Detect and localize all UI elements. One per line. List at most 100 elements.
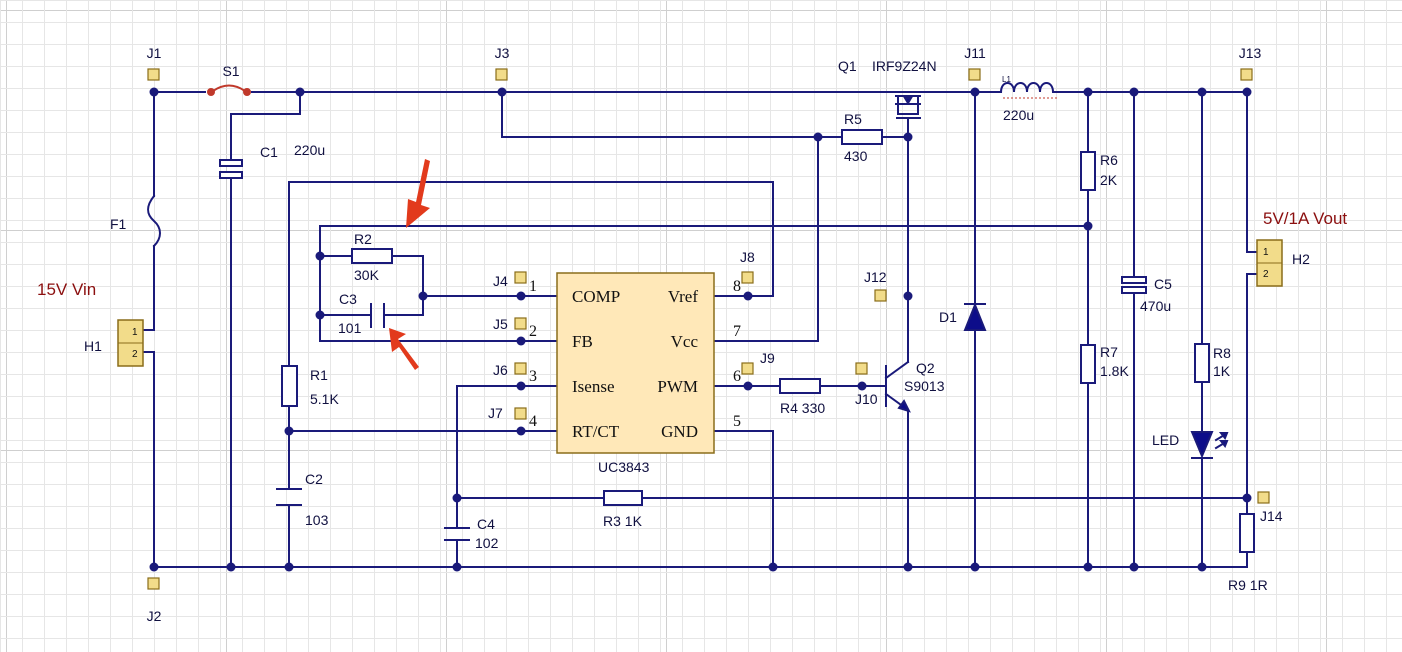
ic-pin-vcc: Vcc — [671, 332, 699, 351]
pad-j3 — [495, 68, 508, 81]
wires — [142, 91, 1258, 568]
ic-pin-isense: Isense — [572, 377, 614, 396]
pad-j6 — [514, 362, 527, 375]
resistor-r5 — [841, 129, 883, 145]
label-j2: J2 — [147, 608, 162, 624]
ic-pin-num-4: 4 — [529, 413, 537, 430]
label-ic: UC3843 — [598, 459, 650, 475]
label-r3: R3 1K — [603, 513, 643, 529]
annotation-arrows — [389, 159, 430, 370]
label-d1: D1 — [939, 309, 957, 325]
label-j5: J5 — [493, 316, 508, 332]
label-r7-value: 1.8K — [1100, 363, 1129, 379]
label-s1: S1 — [222, 63, 239, 79]
label-r1-value: 5.1K — [310, 391, 339, 407]
label-q2: Q2 — [916, 360, 935, 376]
ic-pin-num-7: 7 — [733, 323, 741, 340]
label-l1: L1 — [1002, 75, 1011, 84]
label-c4-value: 102 — [475, 535, 499, 551]
pad-j11 — [968, 68, 981, 81]
label-j14: J14 — [1260, 508, 1283, 524]
label-h1: H1 — [84, 338, 102, 354]
resistor-r4 — [779, 378, 821, 394]
ic-pin-num-6: 6 — [733, 368, 741, 385]
resistor-r1 — [281, 365, 298, 407]
ic-pin-comp: COMP — [572, 287, 620, 306]
label-q2-value: S9013 — [904, 378, 945, 394]
label-r8-value: 1K — [1213, 363, 1231, 379]
label-f1: F1 — [110, 216, 127, 232]
label-j1: J1 — [147, 45, 162, 61]
resistor-r8 — [1194, 343, 1210, 383]
label-j6: J6 — [493, 362, 508, 378]
label-c1: C1 — [260, 144, 278, 160]
label-j7: J7 — [488, 405, 503, 421]
label-j3: J3 — [495, 45, 510, 61]
label-j9: J9 — [760, 350, 775, 366]
junctions — [149, 87, 1252, 572]
ic-pin-num-3: 3 — [529, 368, 537, 385]
label-j4: J4 — [493, 273, 508, 289]
label-r6-value: 2K — [1100, 172, 1118, 188]
pad-j10 — [855, 362, 868, 375]
h2-pin-1-label: 1 — [1263, 247, 1269, 258]
label-r7: R7 — [1100, 344, 1118, 360]
diode-d1 — [963, 302, 987, 331]
label-c2-value: 103 — [305, 512, 329, 528]
resistor-r3 — [603, 490, 643, 506]
ic-pin-vref: Vref — [668, 287, 698, 306]
ic-pin-fb: FB — [572, 332, 593, 351]
test-pads — [147, 68, 1270, 590]
resistor-r9 — [1239, 513, 1255, 553]
h2-pin-2-label: 2 — [1263, 269, 1269, 280]
ic-pin-pwm: PWM — [657, 377, 698, 396]
label-r6: R6 — [1100, 152, 1118, 168]
pad-j12 — [874, 289, 887, 302]
label-j10: J10 — [855, 391, 878, 407]
connector-h1: 1 2 — [117, 319, 144, 367]
label-c3-value: 101 — [338, 320, 362, 336]
resistor-r2 — [351, 248, 393, 264]
label-vin: 15V Vin — [37, 280, 96, 299]
ic-pin-gnd: GND — [661, 422, 698, 441]
label-c4: C4 — [477, 516, 495, 532]
label-c3: C3 — [339, 291, 357, 307]
label-l1-value: 220u — [1003, 107, 1034, 123]
capacitor-c2 — [276, 488, 302, 506]
label-r9: R9 1R — [1228, 577, 1268, 593]
transistor-q2 — [884, 359, 911, 413]
labels: J1 J2 J3 J4 J5 J6 J7 J8 J9 J10 J11 J12 J… — [37, 45, 1347, 624]
ic-pin-num-2: 2 — [529, 323, 537, 340]
label-r1: R1 — [310, 367, 328, 383]
capacitor-c1 — [219, 159, 243, 179]
label-r4: R4 330 — [780, 400, 825, 416]
label-c5-value: 470u — [1140, 298, 1171, 314]
label-j12: J12 — [864, 269, 887, 285]
pad-j9 — [741, 362, 754, 375]
fuse-f1 — [147, 194, 161, 248]
arrow-bottom — [389, 328, 419, 370]
label-j11: J11 — [964, 45, 986, 61]
ic-pin-num-8: 8 — [733, 278, 741, 295]
ic-uc3843: COMP FB Isense RT/CT Vref Vcc PWM GND 1 … — [529, 272, 741, 454]
mosfet-q1 — [895, 95, 921, 124]
resistor-r6 — [1080, 151, 1096, 191]
label-c2: C2 — [305, 471, 323, 487]
label-c5: C5 — [1154, 276, 1172, 292]
resistor-r7 — [1080, 344, 1096, 384]
label-r2: R2 — [354, 231, 372, 247]
label-vout: 5V/1A Vout — [1263, 209, 1347, 228]
label-r5: R5 — [844, 111, 862, 127]
h1-pin-2-label: 2 — [132, 349, 138, 360]
pad-j1 — [147, 68, 160, 81]
inductor-l1 — [999, 82, 1059, 99]
pad-j14 — [1257, 491, 1270, 504]
label-r2-value: 30K — [354, 267, 380, 283]
capacitor-c4 — [444, 527, 470, 541]
label-led: LED — [1152, 432, 1179, 448]
label-c1-value: 220u — [294, 142, 325, 158]
h1-pin-1-label: 1 — [132, 327, 138, 338]
label-h2: H2 — [1292, 251, 1310, 267]
ic-pin-num-1: 1 — [529, 278, 537, 295]
